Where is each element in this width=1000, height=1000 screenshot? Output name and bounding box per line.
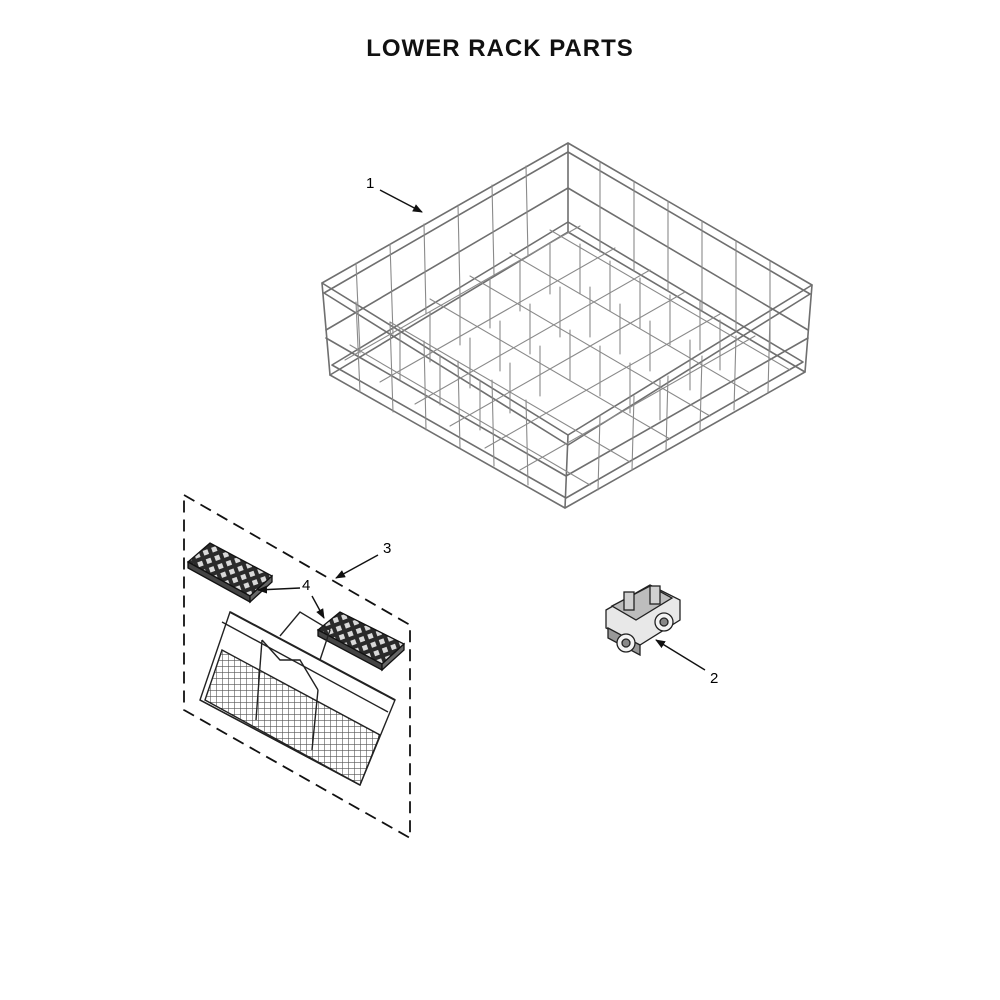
callout-4-label: 4 xyxy=(302,577,310,594)
callout-2-leader xyxy=(655,639,706,671)
callout-4-leader-a xyxy=(257,585,301,594)
diagram-title: LOWER RACK PARTS xyxy=(366,35,634,62)
callout-3-label: 3 xyxy=(383,540,391,557)
callout-1-leader xyxy=(379,189,423,213)
silverware-basket-assembly-outline xyxy=(183,493,411,840)
basket-lid-lower-illustration xyxy=(316,611,406,672)
callout-2-label: 2 xyxy=(710,670,718,687)
callout-1-label: 1 xyxy=(366,175,374,192)
callout-3-leader xyxy=(335,554,379,579)
silverware-basket-illustration xyxy=(199,610,396,786)
basket-lid-upper-illustration xyxy=(186,542,274,604)
lower-rack-illustration xyxy=(321,142,813,509)
callout-4-leader-b xyxy=(311,595,325,619)
rack-wheel-illustration xyxy=(605,584,681,657)
